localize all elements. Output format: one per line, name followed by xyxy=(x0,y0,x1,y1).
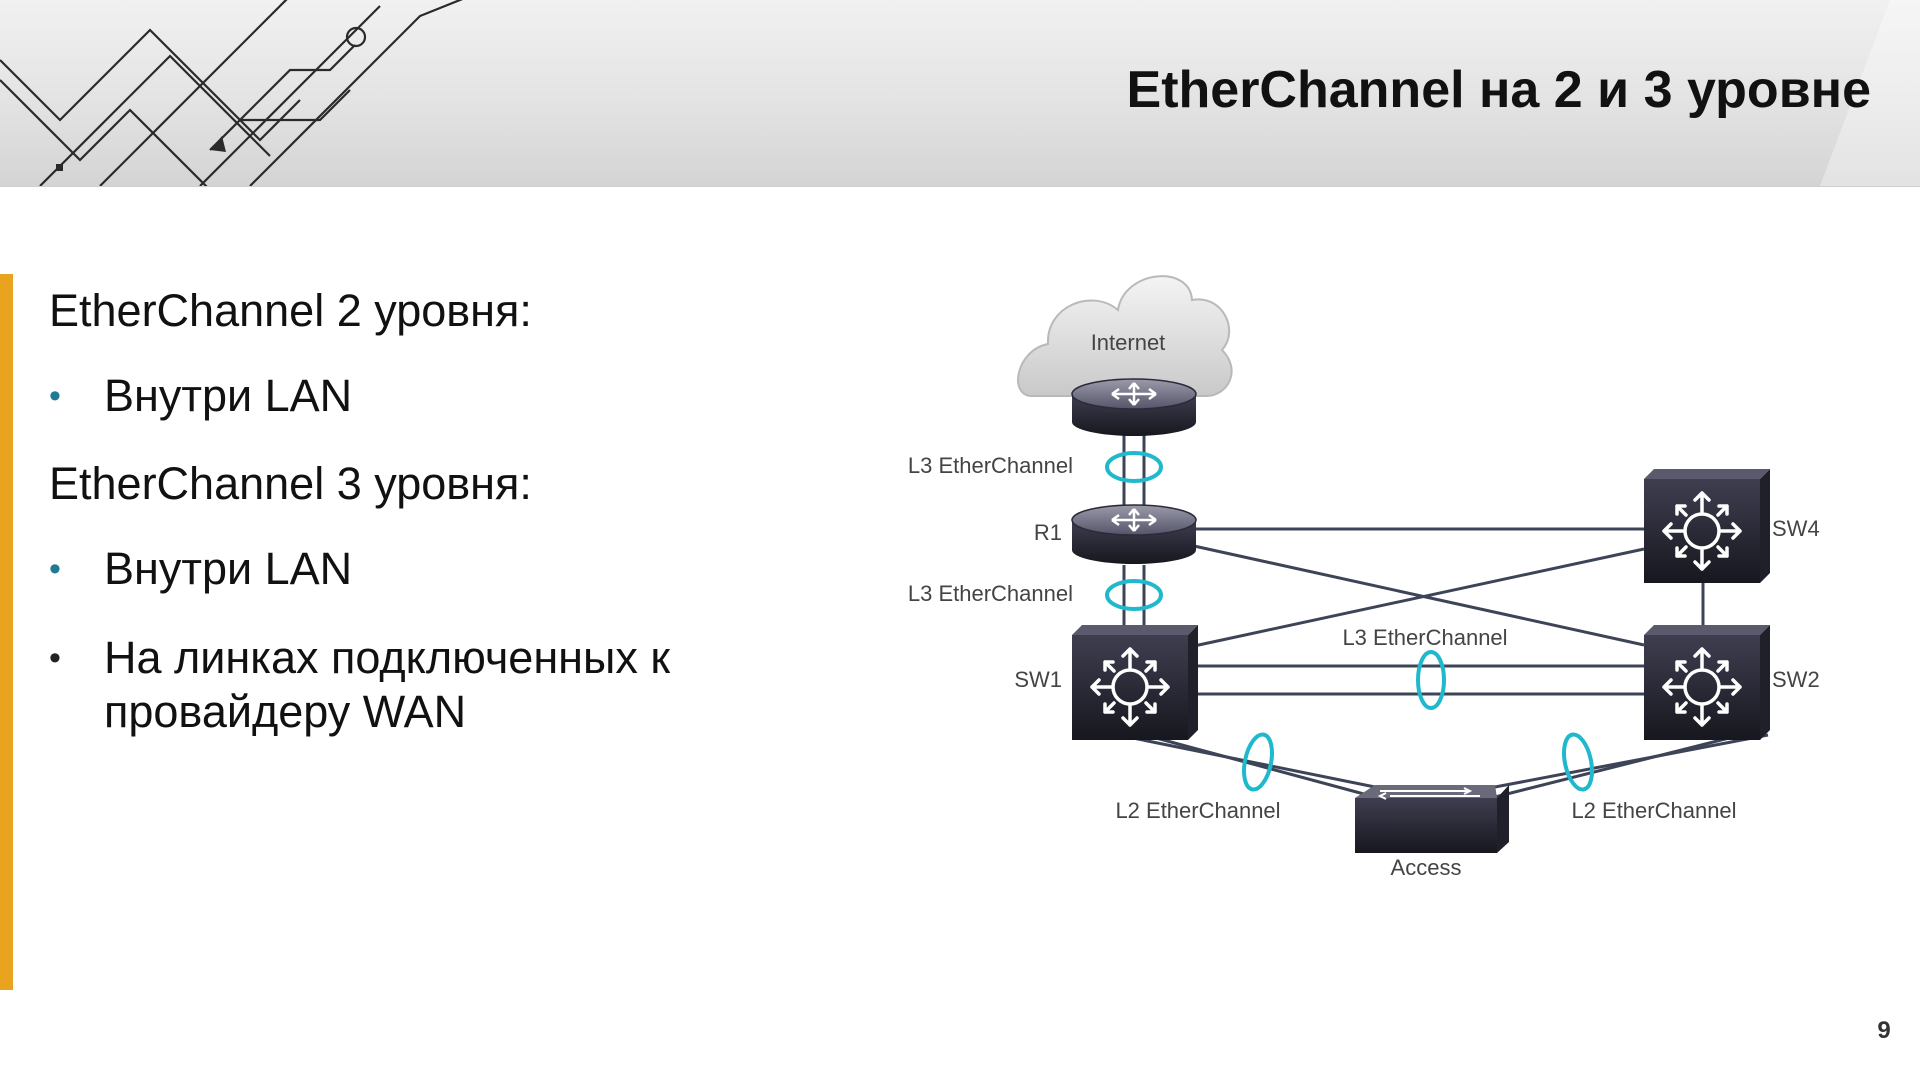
list-item: • Внутри LAN xyxy=(49,369,829,423)
cloud-icon xyxy=(1017,275,1233,397)
multilayer-switch-icon xyxy=(1644,469,1770,583)
sw4-label: SW4 xyxy=(1772,516,1820,541)
l3-etherchannel-middle-label: L3 EtherChannel xyxy=(1342,625,1507,650)
bullet-dot-icon: • xyxy=(49,550,61,588)
slide-title: EtherChannel на 2 и 3 уровне xyxy=(1126,61,1871,119)
router-icon xyxy=(1071,504,1197,564)
header-band: EtherChannel на 2 и 3 уровне xyxy=(0,0,1920,187)
list-item: • На линках подключенных к провайдеру WA… xyxy=(49,631,784,739)
content-text: EtherChannel 2 уровня: • Внутри LAN Ethe… xyxy=(49,284,829,739)
l3-bullet-list: • Внутри LAN • На линках подключенных к … xyxy=(49,542,829,739)
accent-bar xyxy=(0,274,13,990)
bullet-dot-icon: • xyxy=(49,639,61,677)
l2-bullet-list: • Внутри LAN xyxy=(49,369,829,423)
l2-heading: EtherChannel 2 уровня: xyxy=(49,285,532,336)
list-item-text: На линках подключенных к провайдеру WAN xyxy=(104,632,671,737)
network-diagram: Internet xyxy=(908,275,1820,880)
bullet-dot-icon: • xyxy=(49,377,61,415)
circuit-decoration xyxy=(0,0,463,186)
access-label: Access xyxy=(1391,855,1462,880)
list-item-text: Внутри LAN xyxy=(104,543,353,594)
r1-label: R1 xyxy=(1034,520,1062,545)
multilayer-switch-icon xyxy=(1072,625,1198,740)
access-switch-icon xyxy=(1355,785,1509,853)
multilayer-switch-icon xyxy=(1644,625,1770,740)
list-item: • Внутри LAN xyxy=(49,542,829,596)
l3-etherchannel-upper-label: L3 EtherChannel xyxy=(908,453,1073,478)
sw1-label: SW1 xyxy=(1014,667,1062,692)
l3-heading: EtherChannel 3 уровня: xyxy=(49,458,532,509)
cloud-label: Internet xyxy=(1091,330,1166,355)
l2-etherchannel-left-label: L2 EtherChannel xyxy=(1115,798,1280,823)
router-icon xyxy=(1071,378,1197,436)
page-number: 9 xyxy=(1877,1017,1891,1044)
list-item-text: Внутри LAN xyxy=(104,370,353,421)
sw2-label: SW2 xyxy=(1772,667,1820,692)
l2-etherchannel-right-label: L2 EtherChannel xyxy=(1571,798,1736,823)
l3-etherchannel-lower-label: L3 EtherChannel xyxy=(908,581,1073,606)
etherchannel-ovals xyxy=(1105,451,1594,792)
header-sheen-decoration xyxy=(1820,0,1920,186)
